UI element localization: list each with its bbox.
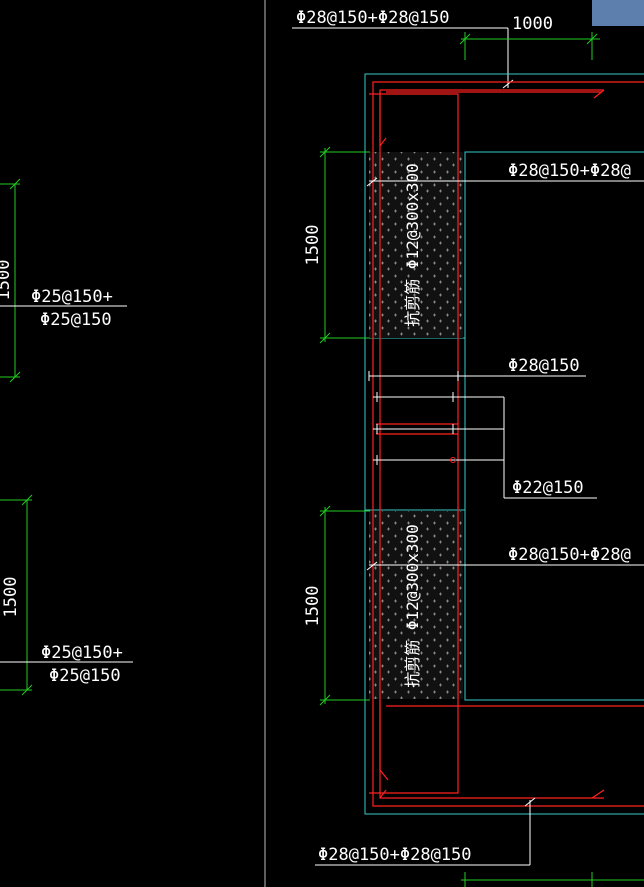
top-label-tick — [502, 79, 514, 89]
left-upper-rebar-line1: Φ25@150+ — [31, 287, 113, 307]
phi22-bracket — [373, 392, 597, 499]
phi22-label: Φ22@150 — [512, 478, 584, 498]
left-upper-dim-label: 1500 — [0, 260, 14, 301]
shear-zone-lower — [369, 511, 463, 699]
right-upper-dimension — [319, 146, 370, 344]
left-lower-dim-label: 1500 — [1, 577, 21, 618]
shear-label-lower: 抗剪筋 Φ12@300x300 — [403, 524, 422, 688]
left-lower-rebar-line2: Φ25@150 — [49, 666, 121, 686]
phi28-label: Φ28@150 — [508, 356, 580, 376]
shear-label-upper: 抗剪筋 Φ12@300x300 — [403, 163, 422, 327]
shear-zone-upper — [369, 152, 463, 338]
right-lower-dimension — [319, 505, 370, 706]
top-dimension — [459, 32, 600, 60]
right-upper-dim-label: 1500 — [303, 225, 323, 266]
right-panel: Φ28@150+Φ28@150 1000 — [292, 8, 644, 887]
top-dim-label: 1000 — [512, 14, 553, 34]
mid-right-rebar-label: Φ28@150+Φ28@ — [508, 545, 631, 565]
right-lower-dim-label: 1500 — [303, 586, 323, 627]
upper-right-tick — [366, 177, 378, 187]
mid-right-tick — [366, 561, 378, 571]
left-lower-rebar-line1: Φ25@150+ — [41, 643, 123, 663]
bottom-rebar-label: Φ28@150+Φ28@150 — [318, 845, 472, 865]
upper-right-rebar-label: Φ28@150+Φ28@ — [508, 161, 631, 181]
corner-block — [592, 0, 644, 26]
left-panel: 1500 Φ25@150+ Φ25@150 1500 Φ25@150+ Φ25@… — [0, 178, 133, 696]
top-rebar-label: Φ28@150+Φ28@150 — [296, 8, 450, 28]
left-upper-rebar-line2: Φ25@150 — [40, 310, 112, 330]
left-upper-dimension — [0, 178, 21, 383]
rebar-lines — [369, 81, 644, 807]
left-lower-dimension — [0, 494, 33, 696]
bottom-label-tick — [524, 797, 536, 807]
